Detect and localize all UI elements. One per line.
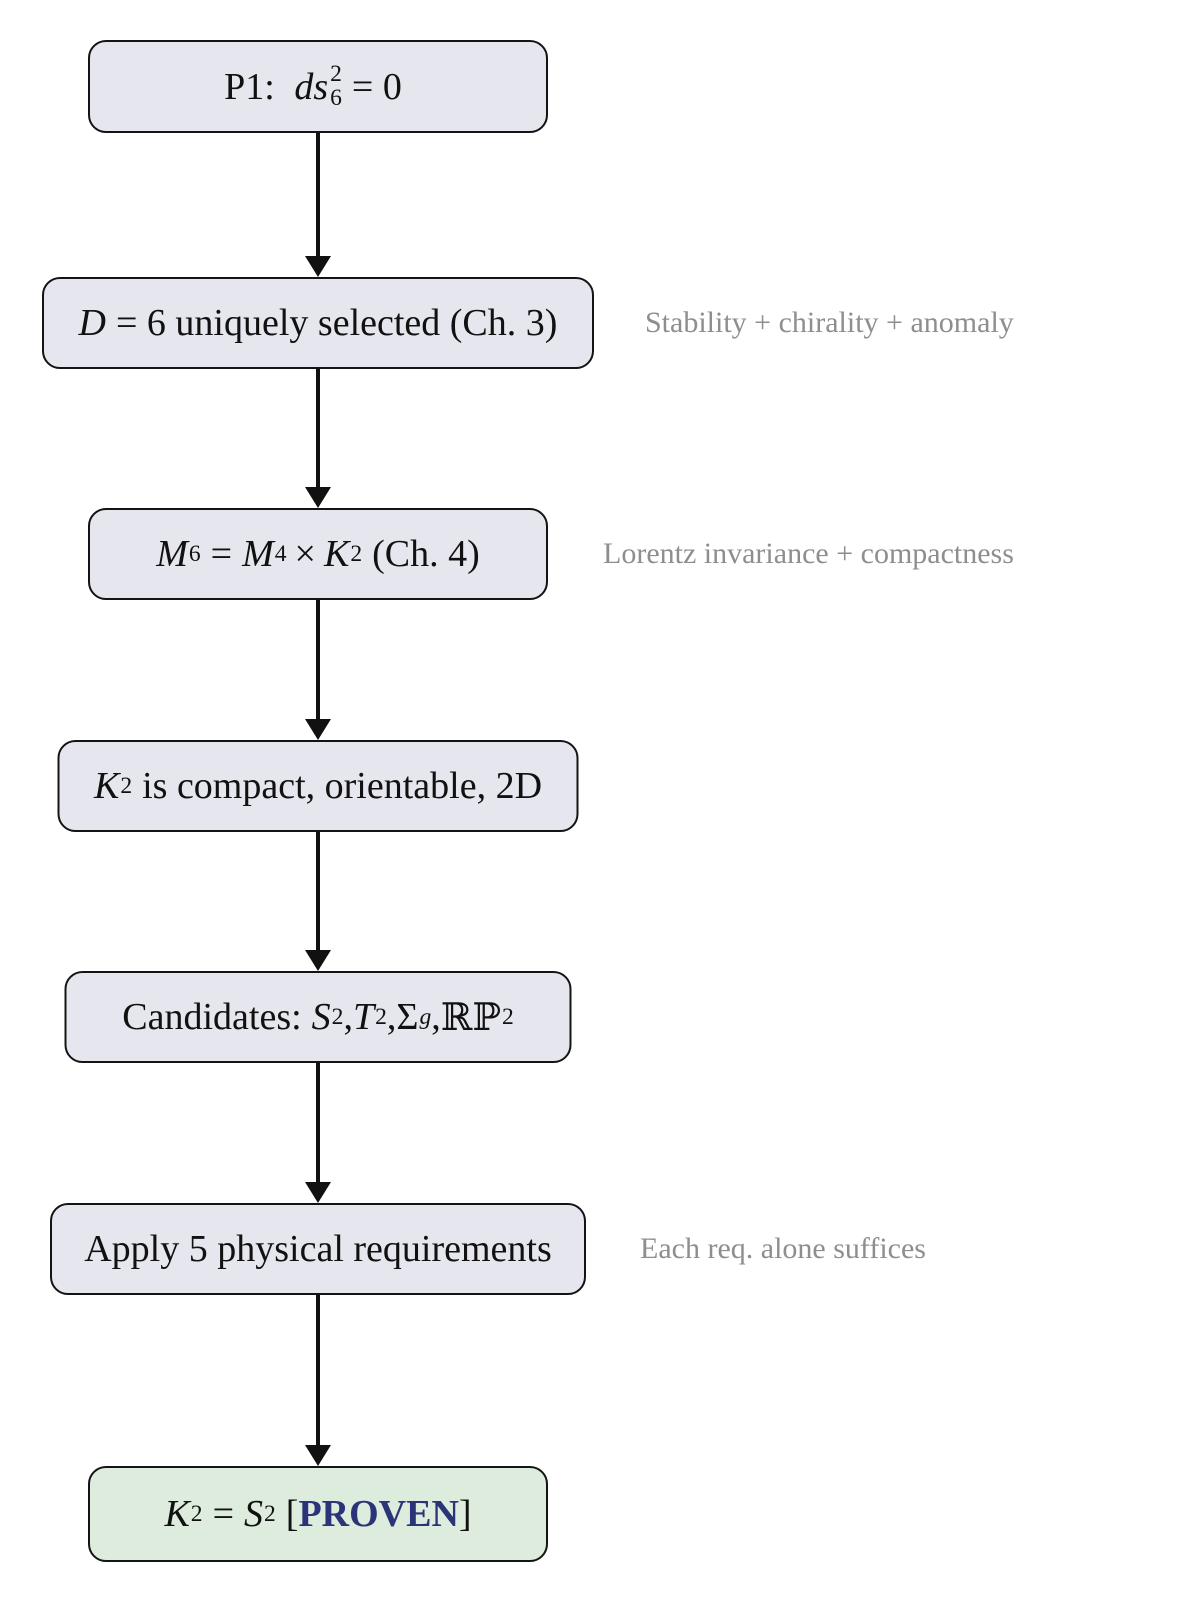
candidate-rp2: ℝℙ	[440, 995, 501, 1039]
candidates-label: Candidates:	[122, 996, 302, 1038]
conclusion-eq: =	[212, 1493, 235, 1535]
factorization-m-sup: 6	[188, 540, 201, 567]
separator: ,	[343, 996, 353, 1038]
script-K: K	[93, 765, 120, 807]
conclusion-sphere: S	[244, 1493, 264, 1535]
arrow-3-line	[316, 600, 320, 719]
dimension-var: D	[78, 302, 106, 344]
bracket-close: ]	[458, 1493, 472, 1535]
arrow-3-down-arrow-icon	[305, 719, 331, 740]
separator: ,	[431, 996, 441, 1038]
times-sign: ×	[294, 533, 316, 575]
arrow-5-down-arrow-icon	[305, 1182, 331, 1203]
premise-sub: 6	[330, 84, 342, 111]
premise-sup: 2	[330, 60, 342, 87]
apply-requirements-text: Apply 5 physical requirements	[84, 1228, 552, 1270]
arrow-6-down-arrow-icon	[305, 1445, 331, 1466]
bracket-open: [	[285, 1493, 299, 1535]
side-note-stability: Stability + chirality + anomaly	[645, 306, 1014, 339]
candidate-sphere: S	[311, 996, 331, 1038]
candidate-torus: T	[352, 996, 375, 1038]
arrow-1-down-arrow-icon	[305, 256, 331, 277]
arrow-2-down-arrow-icon	[305, 487, 331, 508]
premise-var: ds	[294, 65, 329, 108]
separator: ,	[386, 996, 397, 1038]
box-dimension-selected: D = 6 uniquely selected (Ch. 3)	[42, 277, 594, 369]
candidate-sigma-sub: g	[419, 1003, 432, 1030]
arrow-4-down-arrow-icon	[305, 950, 331, 971]
premise-label: P1:	[224, 65, 275, 108]
factorization-calm-sup: 4	[274, 540, 287, 567]
k2-properties-text: is compact, orientable, 2D	[142, 765, 543, 807]
box-apply-requirements: Apply 5 physical requirements	[50, 1203, 586, 1295]
proven-badge: PROVEN	[298, 1493, 459, 1535]
script-K: K	[323, 533, 350, 575]
arrow-2-line	[316, 369, 320, 487]
side-note-lorentz: Lorentz invariance + compactness	[603, 537, 1014, 570]
factorization-eq: =	[210, 533, 233, 575]
candidate-rp2-sup: 2	[501, 1003, 514, 1030]
script-M: M	[242, 533, 274, 575]
arrow-1-line	[316, 133, 320, 256]
conclusion-sphere-sup: 2	[264, 1500, 276, 1527]
script-K: K	[164, 1493, 190, 1535]
dimension-rest: = 6 uniquely selected (Ch. 3)	[116, 302, 558, 344]
candidate-torus-sup: 2	[375, 1003, 387, 1030]
factorization-calk-sup: 2	[350, 540, 363, 567]
arrow-5-line	[316, 1063, 320, 1182]
k2-sup: 2	[120, 772, 133, 799]
side-note-each-req: Each req. alone suffices	[640, 1232, 926, 1265]
arrow-6-line	[316, 1295, 320, 1445]
arrow-4-line	[316, 832, 320, 950]
conclusion-k-sup: 2	[190, 1500, 203, 1527]
factorization-chapter: (Ch. 4)	[372, 533, 480, 575]
factorization-m: M	[156, 533, 188, 575]
candidate-sphere-sup: 2	[331, 1003, 344, 1030]
premise-eq: = 0	[351, 65, 402, 108]
candidate-sigma: Σ	[396, 996, 419, 1038]
